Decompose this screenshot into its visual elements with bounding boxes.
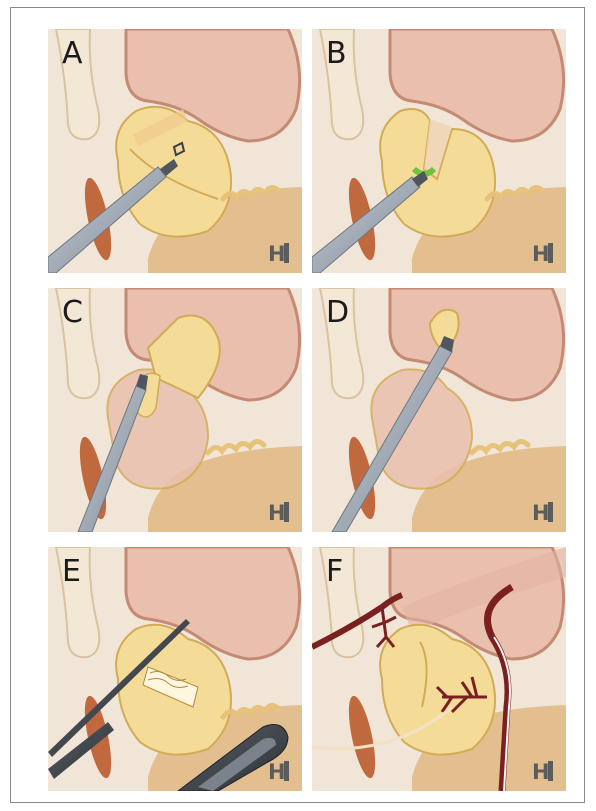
panel-a-label: A	[62, 39, 83, 69]
hi-logo: H	[532, 758, 558, 784]
panel-d-illustration	[312, 288, 566, 532]
panel-f-illustration	[312, 547, 566, 791]
panel-d-label: D	[326, 298, 349, 328]
hi-logo: H	[268, 758, 294, 784]
panel-e: E H	[48, 547, 302, 791]
hi-logo: H	[532, 499, 558, 525]
panel-b-illustration	[312, 29, 566, 273]
panel-a-illustration	[48, 29, 302, 273]
hi-logo: H	[268, 499, 294, 525]
panel-c-label: C	[62, 298, 83, 328]
panel-f-label: F	[326, 557, 343, 587]
panel-f: F H	[312, 547, 566, 791]
panel-e-illustration	[48, 547, 302, 791]
panel-b-label: B	[326, 39, 347, 69]
panel-a: A H	[48, 29, 302, 273]
hi-logo-letter: H	[268, 244, 286, 265]
panel-e-label: E	[62, 557, 81, 587]
hi-logo: H	[532, 240, 558, 266]
panel-c-illustration	[48, 288, 302, 532]
hi-logo: H	[268, 240, 294, 266]
panel-b: B H	[312, 29, 566, 273]
panel-d: D H	[312, 288, 566, 532]
panel-c: C H	[48, 288, 302, 532]
